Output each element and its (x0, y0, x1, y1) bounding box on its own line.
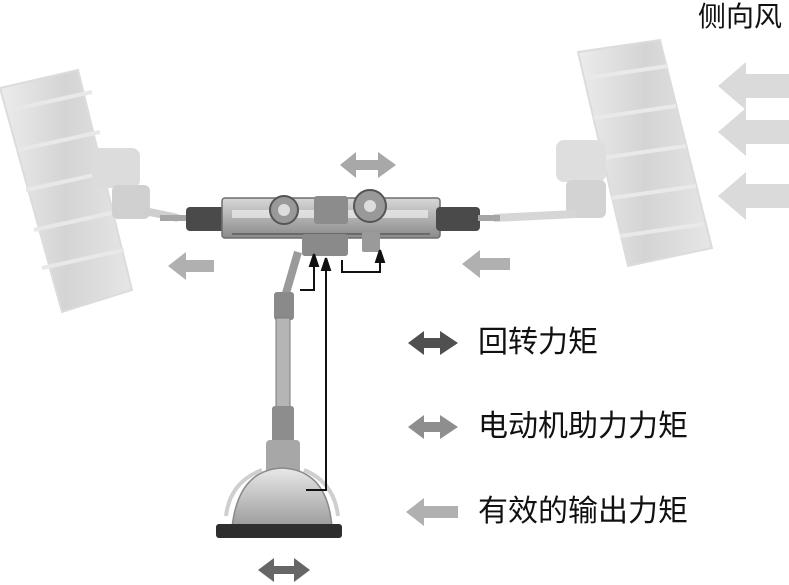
legend-return-torque-label: 回转力矩 (478, 325, 598, 361)
right-knuckle (494, 140, 606, 218)
torque-signal-lines (300, 250, 384, 490)
legend-output-torque-label: 有效的输出力矩 (478, 494, 688, 530)
legend-motor-torque-icon (408, 415, 458, 439)
steering-input-arrow (258, 558, 310, 582)
side-wind-arrows (718, 62, 789, 220)
steering-wheel (216, 468, 342, 538)
steering-column (266, 252, 300, 482)
legend-motor-torque-label: 电动机助力力矩 (478, 409, 688, 445)
legend-output-torque-icon (406, 498, 458, 526)
legend-return-torque-icon (408, 331, 458, 355)
side-wind-label: 侧向风 (698, 0, 782, 34)
motor-assist-arrow (340, 152, 396, 178)
